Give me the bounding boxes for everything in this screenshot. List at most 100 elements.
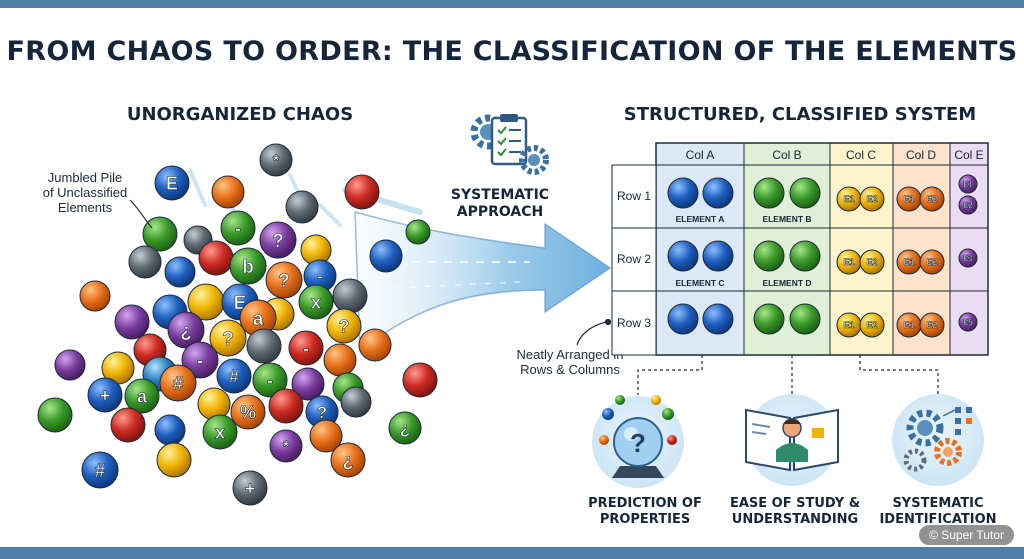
grid-ball-col-e: E3	[958, 248, 978, 268]
pile-ball: x	[202, 414, 238, 450]
left-heading: UNORGANIZED CHAOS	[126, 104, 354, 125]
cell-label: ELEMENT D	[762, 278, 811, 288]
grid-ball-col-b	[789, 240, 821, 272]
ball-symbol: E1	[903, 257, 914, 267]
pile-ball: +	[232, 470, 268, 506]
benefit-identification-label: SYSTEMATIC IDENTIFICATION	[868, 496, 1008, 528]
pile-ball	[37, 397, 73, 433]
page-title: FROM CHAOS TO ORDER: THE CLASSIFICATION …	[6, 36, 1018, 67]
cell-label: ELEMENT C	[675, 278, 724, 288]
grid-ball-col-b	[789, 303, 821, 335]
ball-symbol: -	[235, 218, 241, 238]
pile-ball	[114, 304, 150, 340]
ball-symbol: E1	[843, 320, 854, 330]
pile-ball	[156, 442, 192, 478]
pile-ball	[79, 280, 111, 312]
ball-symbol: E2	[926, 257, 937, 267]
ball-symbol: E1	[843, 257, 854, 267]
approach-label: SYSTEMATIC APPROACH	[430, 187, 570, 221]
col-header: Col B	[772, 148, 801, 162]
grid-ball-col-d: E2	[919, 249, 945, 275]
benefit-label-line: PREDICTION OF	[588, 496, 702, 511]
pile-ball: *	[269, 429, 303, 463]
arranged-note-line: Rows & Columns	[520, 362, 620, 377]
grid-ball-col-c: E2	[859, 186, 885, 212]
pile-ball: -	[288, 330, 324, 366]
benefit-label-line: UNDERSTANDING	[731, 512, 859, 527]
pile-note: Jumbled Pile of Unclassified Elements	[20, 170, 150, 215]
crystal-ball-icon: ?	[592, 395, 684, 488]
ball-symbol: ¿	[400, 419, 410, 438]
ball-symbol: E2	[866, 194, 877, 204]
benefit-study-label: EASE OF STUDY & UNDERSTANDING	[720, 496, 870, 528]
ball-symbol: x	[215, 422, 225, 442]
pile-note-line: Elements	[57, 200, 113, 215]
benefit-label-line: IDENTIFICATION	[879, 512, 997, 527]
pile-ball	[154, 414, 186, 446]
pile-ball	[54, 349, 86, 381]
ball-symbol: ?	[278, 271, 290, 292]
pile-ball: #	[216, 358, 252, 394]
grid-ball-col-a	[702, 240, 734, 272]
grid-ball-col-b	[753, 177, 785, 209]
arranged-note-line: Neatly Arranged in	[516, 347, 624, 362]
benefit-prediction-label: PREDICTION OF PROPERTIES	[575, 496, 715, 528]
col-header: Col E	[954, 148, 983, 162]
grid-ball-col-b	[753, 303, 785, 335]
ball-symbol: -	[317, 267, 323, 286]
top-band	[0, 0, 1024, 8]
ball-symbol: E	[166, 173, 178, 193]
pile-ball	[340, 386, 372, 418]
ball-symbol: E2	[866, 257, 877, 267]
col-header: Col C	[846, 148, 876, 162]
approach-label-line: SYSTEMATIC	[450, 187, 550, 203]
ball-symbol: #	[229, 366, 239, 386]
grid-ball-col-c: E1	[836, 249, 862, 275]
watermark: © Super Tutor	[919, 525, 1014, 545]
ball-symbol: *	[273, 151, 280, 170]
pile-ball	[110, 407, 146, 443]
pile-ball	[142, 216, 178, 252]
ball-symbol: %	[240, 402, 256, 422]
ball-symbol: ?	[317, 403, 327, 422]
pile-ball	[285, 190, 319, 224]
ball-symbol: ?	[339, 316, 350, 336]
pile-ball: ?	[259, 221, 297, 259]
ball-symbol: x	[311, 292, 321, 312]
pile-ball: -	[181, 341, 219, 379]
ball-symbol: a	[253, 309, 264, 330]
benefit-label-line: PROPERTIES	[599, 512, 691, 527]
pile-ball: ¿	[167, 311, 205, 349]
pile-ball	[344, 174, 380, 210]
approach-label-line: APPROACH	[456, 204, 544, 220]
ball-symbol: ?	[222, 329, 234, 350]
gear-checklist-icon	[470, 114, 549, 175]
pile-ball	[128, 245, 162, 279]
pile-ball	[197, 387, 231, 421]
ball-symbol: ¿	[180, 321, 192, 342]
grid-ball-col-c: E2	[859, 249, 885, 275]
pile-note-line: Jumbled Pile	[47, 170, 123, 185]
ball-symbol: E2	[866, 320, 877, 330]
grid-ball-col-d: E1	[896, 312, 922, 338]
pile-ball: a	[239, 299, 277, 337]
ball-symbol: E3	[963, 254, 973, 263]
grid-ball-col-c: E1	[836, 186, 862, 212]
pile-ball	[402, 362, 438, 398]
grid-ball-col-e: E1	[958, 174, 978, 194]
pile-ball	[246, 328, 282, 364]
pile-ball: E	[154, 165, 190, 201]
benefit-label-line: SYSTEMATIC	[892, 496, 984, 511]
col-header: Col D	[906, 148, 936, 162]
benefit-label-line: EASE OF STUDY &	[729, 496, 861, 511]
arranged-note: Neatly Arranged in Rows & Columns	[500, 347, 640, 377]
ball-symbol: #	[95, 461, 106, 482]
ball-symbol: #	[173, 374, 184, 395]
pile-ball	[268, 388, 304, 424]
pile-ball	[332, 278, 368, 314]
pile-ball: a	[124, 378, 160, 414]
ball-symbol: E5	[963, 318, 973, 327]
grid-ball-col-d: E2	[919, 312, 945, 338]
